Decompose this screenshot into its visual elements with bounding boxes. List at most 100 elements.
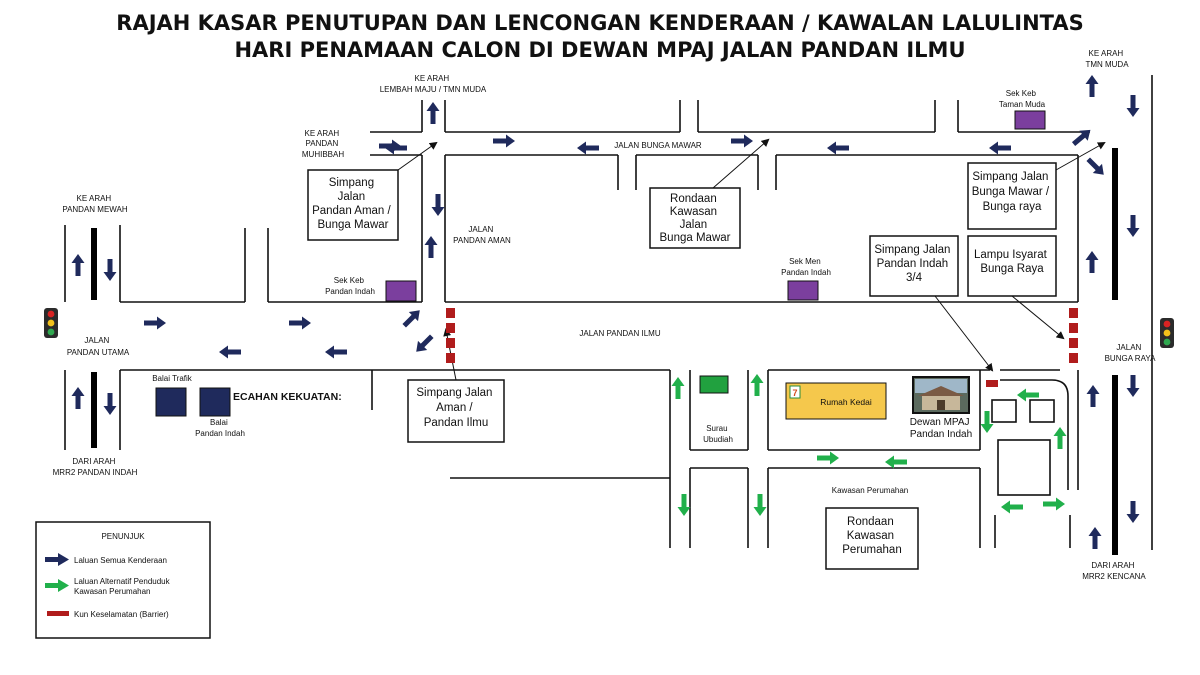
place-label-pecahan-kekuatan: ECAHAN KEKUATAN: [233,391,342,403]
legend-arrow-alternative [45,579,69,592]
arrow-all-vehicles-icon [1085,75,1099,97]
direction-pandan-mewah: KE ARAH PANDAN MEWAH [62,194,128,214]
arrow-alternative-route-icon [1001,500,1023,514]
arrow-alternative-route-icon [980,411,994,433]
arrow-all-vehicles-icon [1085,251,1099,273]
legend-barrier-label: Kun Keselamatan (Barrier) [74,610,169,619]
arrow-all-vehicles-icon [424,236,438,258]
arrow-alternative-route-icon [750,374,764,396]
place-label-sek-men-pandan-indah: Sek Men Pandan Indah [781,257,831,277]
arrow-alternative-route-icon [753,494,767,516]
place-label-surau: Surau Ubudiah [703,424,733,444]
legend-all-vehicles-label: Laluan Semua Kenderaan [74,556,167,565]
direction-pandan-muhibbah: KE ARAH PANDAN MUHIBBAH [302,129,344,159]
arrow-all-vehicles-icon [1126,375,1140,397]
direction-mrr2-pandan-indah: DARI ARAH MRR2 PANDAN INDAH [53,457,138,477]
arrow-all-vehicles-icon [1126,95,1140,117]
arrow-alternative-route-icon [1017,388,1039,402]
traffic-arrows [71,75,1140,549]
arrow-alternative-route-icon [677,494,691,516]
box-simpang-aman-ilmu: Simpang Jalan Aman / Pandan Ilmu [407,379,505,443]
arrow-all-vehicles-icon [103,393,117,415]
police-station-marker [155,387,187,417]
convenience-store-icon: 7 [789,385,801,399]
arrow-alternative-route-icon [671,377,685,399]
svg-text:Simpang Jalan Pand: Simpang Jalan Pandan Aman / Bunga Mawar [312,177,394,231]
arrow-all-vehicles-icon [416,334,434,352]
arrow-all-vehicles-icon [144,316,166,330]
school-marker [787,280,819,301]
arrow-all-vehicles-icon [325,345,347,359]
police-station-marker [199,387,231,417]
place-label-balai-pandan-indah: Balai Pandan Indah [195,418,245,438]
svg-text:Simpang Jalan Bunga Mawa: Simpang Jalan Bunga Mawar / Bunga raya [972,171,1053,213]
arrow-all-vehicles-icon [1086,385,1100,407]
traffic-light-icon [1160,318,1174,348]
legend-alternative-label: Laluan Alternatif Penduduk Kawasan Perum… [74,577,172,596]
svg-text:Simpang Jalan Aman /: Simpang Jalan Aman / Pandan Ilmu [416,387,495,429]
road-label-bunga-raya: JALAN BUNGA RAYA [1105,343,1156,363]
legend: PENUNJUK Laluan Semua Kenderaan Laluan A… [35,521,211,639]
box-simpang-pandan-aman-bunga-mawar: Simpang Jalan Pandan Aman / Bunga Mawar [307,169,399,241]
direction-tmn-muda: KE ARAH TMN MUDA [1085,49,1129,69]
place-label-dewan: Dewan MPAJ Pandan Indah [910,417,973,440]
arrow-alternative-route-icon [1053,427,1067,449]
arrow-all-vehicles-icon [103,259,117,281]
place-label-balai-trafik: Balai Trafik [152,374,193,383]
direction-mrr2-kencana: DARI ARAH MRR2 KENCANA [1082,561,1146,581]
place-label-rumah-kedai: Rumah Kedai [820,397,872,407]
box-lampu-isyarat: Lampu Isyarat Bunga Raya [967,235,1057,297]
traffic-light-icon [44,308,58,338]
arrow-alternative-route-icon [1043,497,1065,511]
arrow-all-vehicles-icon [402,310,420,328]
svg-text:Simpang Jalan Pandan Ind: Simpang Jalan Pandan Indah 3/4 [874,244,953,284]
road-network [64,75,1153,550]
box-simpang-pandan-indah: Simpang Jalan Pandan Indah 3/4 [869,235,959,297]
place-label-kawasan-perumahan: Kawasan Perumahan [832,486,909,495]
arrow-all-vehicles-icon [71,254,85,276]
arrow-all-vehicles-icon [219,345,241,359]
school-marker [1014,110,1046,130]
arrow-alternative-route-icon [885,455,907,469]
barrier-group [446,308,1078,387]
arrow-all-vehicles-icon [827,141,849,155]
arrow-all-vehicles-icon [1088,527,1102,549]
arrow-all-vehicles-icon [493,134,515,148]
arrow-all-vehicles-icon [1126,501,1140,523]
map-title-line-1: RAJAH KASAR PENUTUPAN DAN LENCONGAN KEND… [116,11,1083,35]
place-label-sek-keb-pandan-indah: Sek Keb Pandan Indah [325,276,375,296]
svg-text:Lampu Isyarat Bunga Raya: Lampu Isyarat Bunga Raya [974,249,1050,275]
median-walls [91,148,1118,555]
box-rondaan-bunga-mawar: Rondaan Kawasan Jalan Bunga Mawar [649,187,741,249]
arrow-all-vehicles-icon [71,387,85,409]
arrow-all-vehicles-icon [731,134,753,148]
arrow-all-vehicles-icon [577,141,599,155]
box-simpang-bunga-mawar-bunga-raya: Simpang Jalan Bunga Mawar / Bunga raya [967,162,1057,230]
road-label-pandan-ilmu: JALAN PANDAN ILMU [579,329,660,338]
arrow-all-vehicles-icon [1086,157,1104,175]
svg-text:Rondaan Kawasan Pe: Rondaan Kawasan Perumahan [842,516,901,556]
svg-text:Rondaan Kawasan Ja: Rondaan Kawasan Jalan Bunga Mawar [660,193,731,244]
arrow-all-vehicles-icon [989,141,1011,155]
map-title-line-2: HARI PENAMAAN CALON DI DEWAN MPAJ JALAN … [234,38,965,62]
dewan-building-photo [912,376,970,414]
arrow-all-vehicles-icon [1126,215,1140,237]
arrow-all-vehicles-icon [426,102,440,124]
box-rondaan-perumahan: Rondaan Kawasan Perumahan [825,507,919,570]
arrow-all-vehicles-icon [289,316,311,330]
legend-title: PENUNJUK [101,532,145,541]
svg-text:7: 7 [792,388,797,398]
arrow-alternative-route-icon [817,451,839,465]
arrow-all-vehicles-icon [385,141,407,155]
legend-arrow-all-vehicles [45,553,69,566]
legend-barrier-swatch [47,611,69,616]
school-marker [385,280,417,302]
road-label-pandan-aman: JALAN PANDAN AMAN [453,225,511,245]
place-label-sek-keb-taman-muda: Sek Keb Taman Muda [999,89,1046,109]
surau-marker [699,375,729,394]
road-label-pandan-utama: JALAN PANDAN UTAMA [67,336,130,357]
direction-lembah-maju: KE ARAH LEMBAH MAJU / TMN MUDA [380,74,487,94]
road-label-bunga-mawar: JALAN BUNGA MAWAR [614,141,702,150]
arrow-all-vehicles-icon [1071,129,1091,146]
arrow-all-vehicles-icon [431,194,445,216]
